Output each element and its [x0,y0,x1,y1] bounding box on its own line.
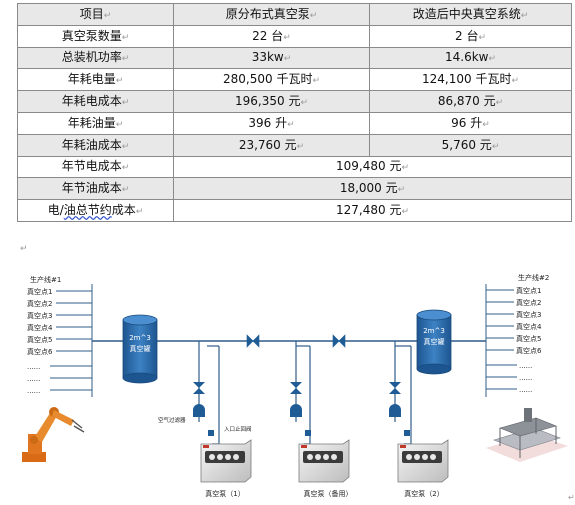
branch-valve-icon [193,382,205,394]
branch-valve-icon [389,382,401,394]
line1-title: 生产线#1 [30,275,61,284]
svg-text:......: ...... [519,386,532,394]
line2-point: 真空点3 [516,310,541,319]
air-filter-icon [290,404,302,417]
svg-text:......: ...... [27,387,40,395]
line1-point: 真空点6 [27,347,53,356]
vacuum-pump-standby [298,439,350,483]
table-summary-row: 电/油总节约成本↵ 127,480 元↵ [17,199,572,222]
line2-ellipsis: ...... [519,362,532,370]
line2-title: 生产线#2 [518,273,549,282]
table-row: 总装机功率↵ 33kw↵ 14.6kw↵ [17,46,572,70]
paragraph-mark: ↵ [20,244,28,254]
vacuum-tank-2: 2m^3 真空罐 [416,309,452,375]
pump-standby-label: 真空泵（备用） [304,489,353,498]
line1-point: 真空点1 [27,287,52,296]
line1-point: 真空点3 [27,311,52,320]
svg-text:......: ...... [27,375,40,383]
header-after: 改造后中央真空系统↵ [369,3,572,26]
vacuum-pump-1 [200,439,252,483]
table-header-row: 项目↵ 原分布式真空泵↵ 改造后中央真空系统↵ [17,3,572,26]
pump2-label: 真空泵（2） [404,489,443,498]
header-before: 原分布式真空泵↵ [173,3,370,26]
table-row: 年耗电量↵ 280,500 千瓦时↵ 124,100 千瓦时↵ [17,68,572,92]
tank1-volume: 2m^3 [129,334,151,342]
line2-point: 真空点1 [516,286,541,295]
tank1-label: 真空罐 [130,344,151,353]
check-valve-label: 入口止回阀 [224,425,252,433]
table-row: 年耗电成本↵ 196,350 元↵ 86,870 元↵ [17,90,572,113]
line1-ellipsis: ...... [27,363,40,371]
paragraph-mark: ↵ [568,493,575,502]
robot-arm-icon [22,407,85,462]
svg-text:......: ...... [519,374,532,382]
production-line-2: 生产线#2 真空点1 真空点2 真空点3 真空点4 真空点5 真空点6 ....… [516,273,549,394]
vacuum-system-diagram: 生产线#1 真空点1 真空点2 真空点3 真空点4 真空点5 真空点6 ....… [22,273,575,502]
line2-point: 真空点4 [516,322,542,331]
line2-point: 真空点5 [516,334,541,343]
check-valve-icon [208,430,214,436]
line2-point: 真空点6 [516,346,542,355]
tank2-label: 真空罐 [424,337,445,346]
filter-label: 空气过滤器 [158,416,186,424]
table-row: 真空泵数量↵ 22 台↵ 2 台↵ [17,24,572,48]
air-filter-icon [389,404,401,417]
vacuum-pump-2 [397,439,449,483]
header-item: 项目↵ [17,3,174,26]
line1-branch-pipes [50,284,93,397]
table-summary-row: 年节电成本↵ 109,480 元↵ [17,155,572,179]
conveyor-machine-icon [486,408,568,462]
branch-valve-icon [290,382,302,394]
production-line-1: 生产线#1 真空点1 真空点2 真空点3 真空点4 真空点5 真空点6 ....… [27,275,61,395]
isolation-valve-icon [332,334,346,348]
tank2-volume: 2m^3 [423,327,445,335]
isolation-valve-icon [246,334,260,348]
line2-point: 真空点2 [516,298,541,307]
table-row: 年耗油量↵ 396 升↵ 96 升↵ [17,111,572,135]
vacuum-tank-1: 2m^3 真空罐 [122,314,158,384]
table-summary-row: 年节油成本↵ 18,000 元↵ [17,177,572,201]
line2-branch-pipes [485,284,517,397]
comparison-table: 项目↵ 原分布式真空泵↵ 改造后中央真空系统↵ 真空泵数量↵ 22 台↵ 2 台… [17,3,572,222]
air-filter-icon [193,404,205,417]
line1-point: 真空点4 [27,323,53,332]
check-valve-icon [305,430,311,436]
line1-point: 真空点5 [27,335,52,344]
pump1-label: 真空泵（1） [205,489,244,498]
table-row: 年耗油成本↵ 23,760 元↵ 5,760 元↵ [17,133,572,157]
check-valve-icon [404,430,410,436]
line1-point: 真空点2 [27,299,52,308]
